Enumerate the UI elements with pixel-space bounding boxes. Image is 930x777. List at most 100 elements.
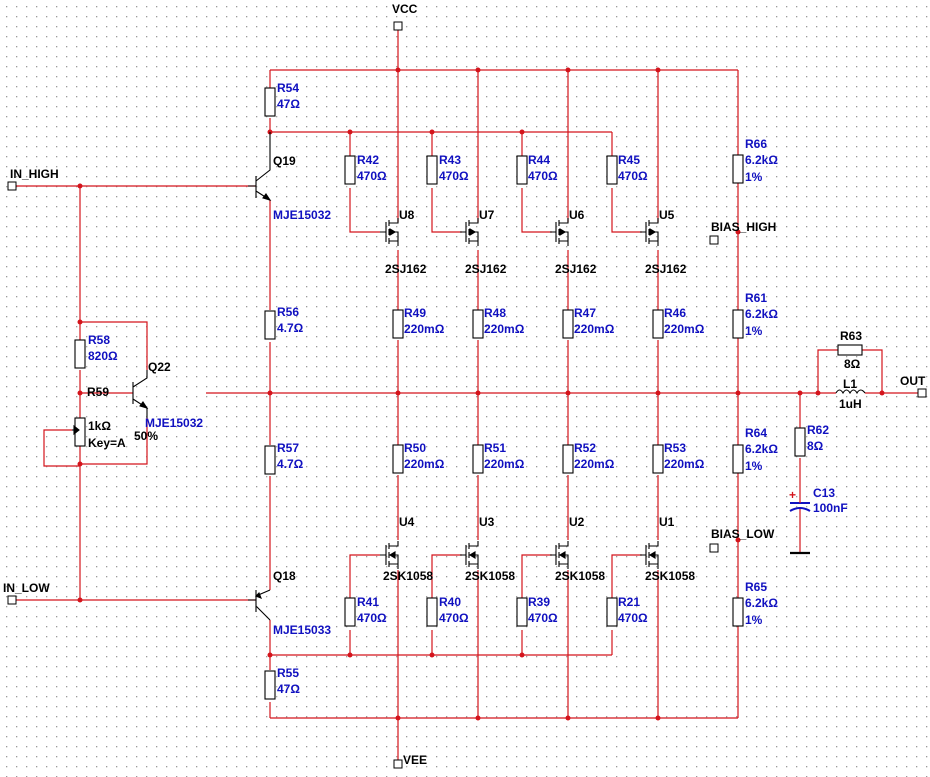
value-r47: 220mΩ: [574, 322, 615, 336]
tol-r66: 1%: [745, 170, 763, 184]
ref-r61: R61: [745, 291, 767, 305]
value-r45: 470Ω: [618, 169, 648, 183]
value-r49: 220mΩ: [404, 322, 445, 336]
transistor-q18[interactable]: [248, 589, 271, 621]
mosfet-u6[interactable]: [550, 218, 569, 246]
model-q18: MJE15033: [273, 623, 331, 637]
resistor-r51[interactable]: [472, 444, 484, 474]
model-u6: 2SJ162: [555, 262, 597, 276]
resistor-r53[interactable]: [652, 444, 664, 474]
resistor-r39[interactable]: [516, 597, 528, 627]
ref-q18: Q18: [273, 569, 296, 583]
svg-text:+: +: [789, 488, 796, 502]
mosfet-u5[interactable]: [640, 218, 659, 246]
ref-q22: Q22: [148, 360, 171, 374]
ref-r59: R59: [87, 385, 109, 399]
mosfet-u3[interactable]: [460, 541, 479, 569]
model-q22: MJE15032: [145, 416, 203, 430]
model-u7: 2SJ162: [465, 262, 507, 276]
resistor-r47[interactable]: [562, 309, 574, 339]
ref-r44: R44: [528, 153, 550, 167]
value-r41: 470Ω: [357, 611, 387, 625]
ref-r52: R52: [574, 441, 596, 455]
model-u2: 2SK1058: [555, 569, 605, 583]
in-high-port[interactable]: [7, 181, 17, 191]
mosfet-u4[interactable]: [380, 541, 399, 569]
vee-port[interactable]: [393, 759, 403, 769]
resistor-r52[interactable]: [562, 444, 574, 474]
value-r54: 47Ω: [277, 97, 300, 111]
ref-l1: L1: [843, 377, 857, 391]
bias-high-label: BIAS_HIGH: [711, 220, 776, 234]
in-high-label: IN_HIGH: [10, 167, 59, 181]
resistor-r65[interactable]: [732, 597, 744, 627]
value-r48: 220mΩ: [484, 322, 525, 336]
resistor-r55[interactable]: [264, 670, 276, 700]
ref-u5: U5: [659, 208, 675, 222]
resistor-r45[interactable]: [606, 155, 618, 185]
bias-low-port[interactable]: [709, 543, 719, 553]
resistor-r21[interactable]: [606, 597, 618, 627]
value-l1: 1uH: [839, 397, 862, 411]
ref-r21: R21: [618, 595, 640, 609]
tol-r64: 1%: [745, 459, 763, 473]
mosfet-u1[interactable]: [640, 541, 659, 569]
resistor-r46[interactable]: [652, 309, 664, 339]
mosfet-u2[interactable]: [550, 541, 569, 569]
mosfet-u8[interactable]: [380, 218, 399, 246]
model-u4: 2SK1058: [383, 569, 433, 583]
resistor-r66[interactable]: [732, 154, 744, 184]
resistor-r42[interactable]: [344, 155, 356, 185]
value-r64: 6.2kΩ: [745, 442, 778, 456]
resistor-r62[interactable]: [794, 427, 806, 457]
ref-r54: R54: [277, 81, 299, 95]
resistor-r49[interactable]: [392, 309, 404, 339]
bias-high-port[interactable]: [709, 235, 719, 245]
value-r55: 47Ω: [277, 682, 300, 696]
resistor-r50[interactable]: [392, 444, 404, 474]
value-r21: 470Ω: [618, 611, 648, 625]
value-r44: 470Ω: [528, 169, 558, 183]
value-r51: 220mΩ: [484, 457, 525, 471]
ref-r49: R49: [404, 306, 426, 320]
value-r62: 8Ω: [807, 439, 824, 453]
transistor-q19[interactable]: [248, 132, 272, 201]
mosfet-u7[interactable]: [460, 218, 479, 246]
value-c13: 100nF: [813, 501, 848, 515]
transistor-q22[interactable]: [132, 370, 149, 418]
vcc-port[interactable]: [393, 21, 403, 31]
out-port[interactable]: [917, 388, 927, 398]
model-u5: 2SJ162: [645, 262, 687, 276]
inductor-l1[interactable]: [835, 389, 866, 395]
resistor-r58[interactable]: [74, 339, 86, 369]
ports: VCC VEE IN_HIGH IN_LOW OUT BIAS_HIGH BIA…: [3, 2, 927, 769]
resistor-r61[interactable]: [732, 309, 744, 339]
resistor-r64[interactable]: [732, 444, 744, 474]
capacitor-c13[interactable]: +: [789, 488, 811, 555]
value-r52: 220mΩ: [574, 457, 615, 471]
ref-r66: R66: [745, 137, 767, 151]
ref-r39: R39: [528, 595, 550, 609]
resistor-r63[interactable]: [837, 344, 863, 356]
ref-u8: U8: [399, 208, 415, 222]
potentiometer-wiper[interactable]: [72, 424, 80, 436]
resistor-r43[interactable]: [426, 155, 438, 185]
value-r39: 470Ω: [528, 611, 558, 625]
bias-low-label: BIAS_LOW: [711, 527, 775, 541]
resistor-r40[interactable]: [426, 597, 438, 627]
resistor-r57[interactable]: [264, 445, 276, 475]
value-r42: 470Ω: [357, 169, 387, 183]
resistor-r48[interactable]: [472, 309, 484, 339]
value-r56: 4.7Ω: [277, 321, 304, 335]
value-r66: 6.2kΩ: [745, 153, 778, 167]
resistor-r56[interactable]: [264, 310, 276, 340]
ref-u7: U7: [479, 208, 495, 222]
in-low-port[interactable]: [7, 595, 17, 605]
ref-q19: Q19: [273, 154, 296, 168]
resistor-r41[interactable]: [344, 597, 356, 627]
resistor-r44[interactable]: [516, 155, 528, 185]
model-u3: 2SK1058: [465, 569, 515, 583]
resistor-r54[interactable]: [264, 87, 276, 117]
